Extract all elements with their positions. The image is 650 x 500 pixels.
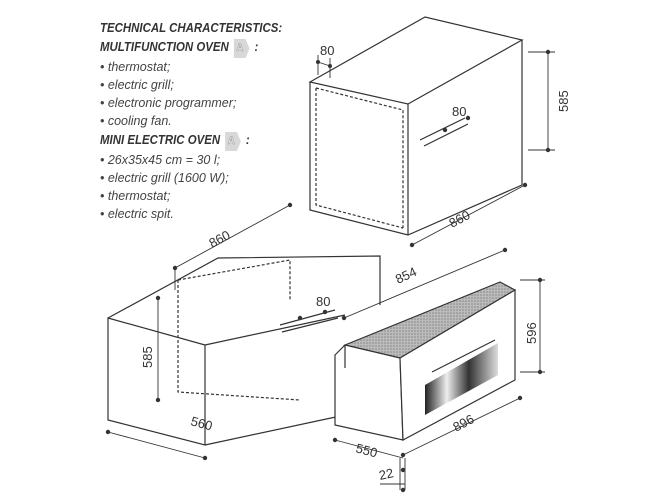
mini-oven-heading: MINI ELECTRIC OVEN A : [100,130,282,151]
multifunction-label: MULTIFUNCTION OVEN [100,39,229,54]
colon: : [254,39,259,54]
list-item: • thermostat; [100,60,171,74]
energy-class-badge: A [225,132,241,151]
dim-oven-depth: 550 [354,440,379,460]
energy-class-badge: A [233,39,250,58]
dim-oven-front: 22 [378,465,395,483]
dim-lower-depth: 560 [189,413,214,433]
specs-title: TECHNICAL CHARACTERISTICS: [100,20,283,35]
lower-cabinet [107,255,381,446]
dim-lower-height: 585 [140,346,155,368]
list-item: • electric spit. [100,207,174,221]
list-item: • electric grill; [100,78,174,92]
dim-upper-vent: 80 [320,43,334,58]
dim-upper-height: 585 [556,90,571,112]
dim-oven-width: 896 [450,411,476,434]
dim-lower-width: 860 [206,227,232,250]
dim-oven-top: 854 [393,264,419,287]
multifunction-heading: MULTIFUNCTION OVEN A : [100,37,282,58]
dim-upper-inner-vent: 80 [452,104,466,119]
list-item: • 26x35x45 cm = 30 l; [100,153,221,167]
technical-specs: TECHNICAL CHARACTERISTICS: MULTIFUNCTION… [100,18,307,223]
mini-oven [334,281,517,441]
list-item: • electronic programmer; [100,96,237,110]
colon: : [245,132,250,147]
dim-upper-width: 860 [446,207,472,230]
list-item: • cooling fan. [100,114,172,128]
dim-lower-vent: 80 [316,294,330,309]
dim-oven-height: 596 [524,322,539,344]
list-item: • electric grill (1600 W); [100,171,229,185]
upper-cabinet [308,16,524,236]
dimension-endpoints [105,49,551,493]
mini-oven-label: MINI ELECTRIC OVEN [100,132,221,147]
dimension-lines [107,51,555,490]
list-item: • thermostat; [100,189,171,203]
